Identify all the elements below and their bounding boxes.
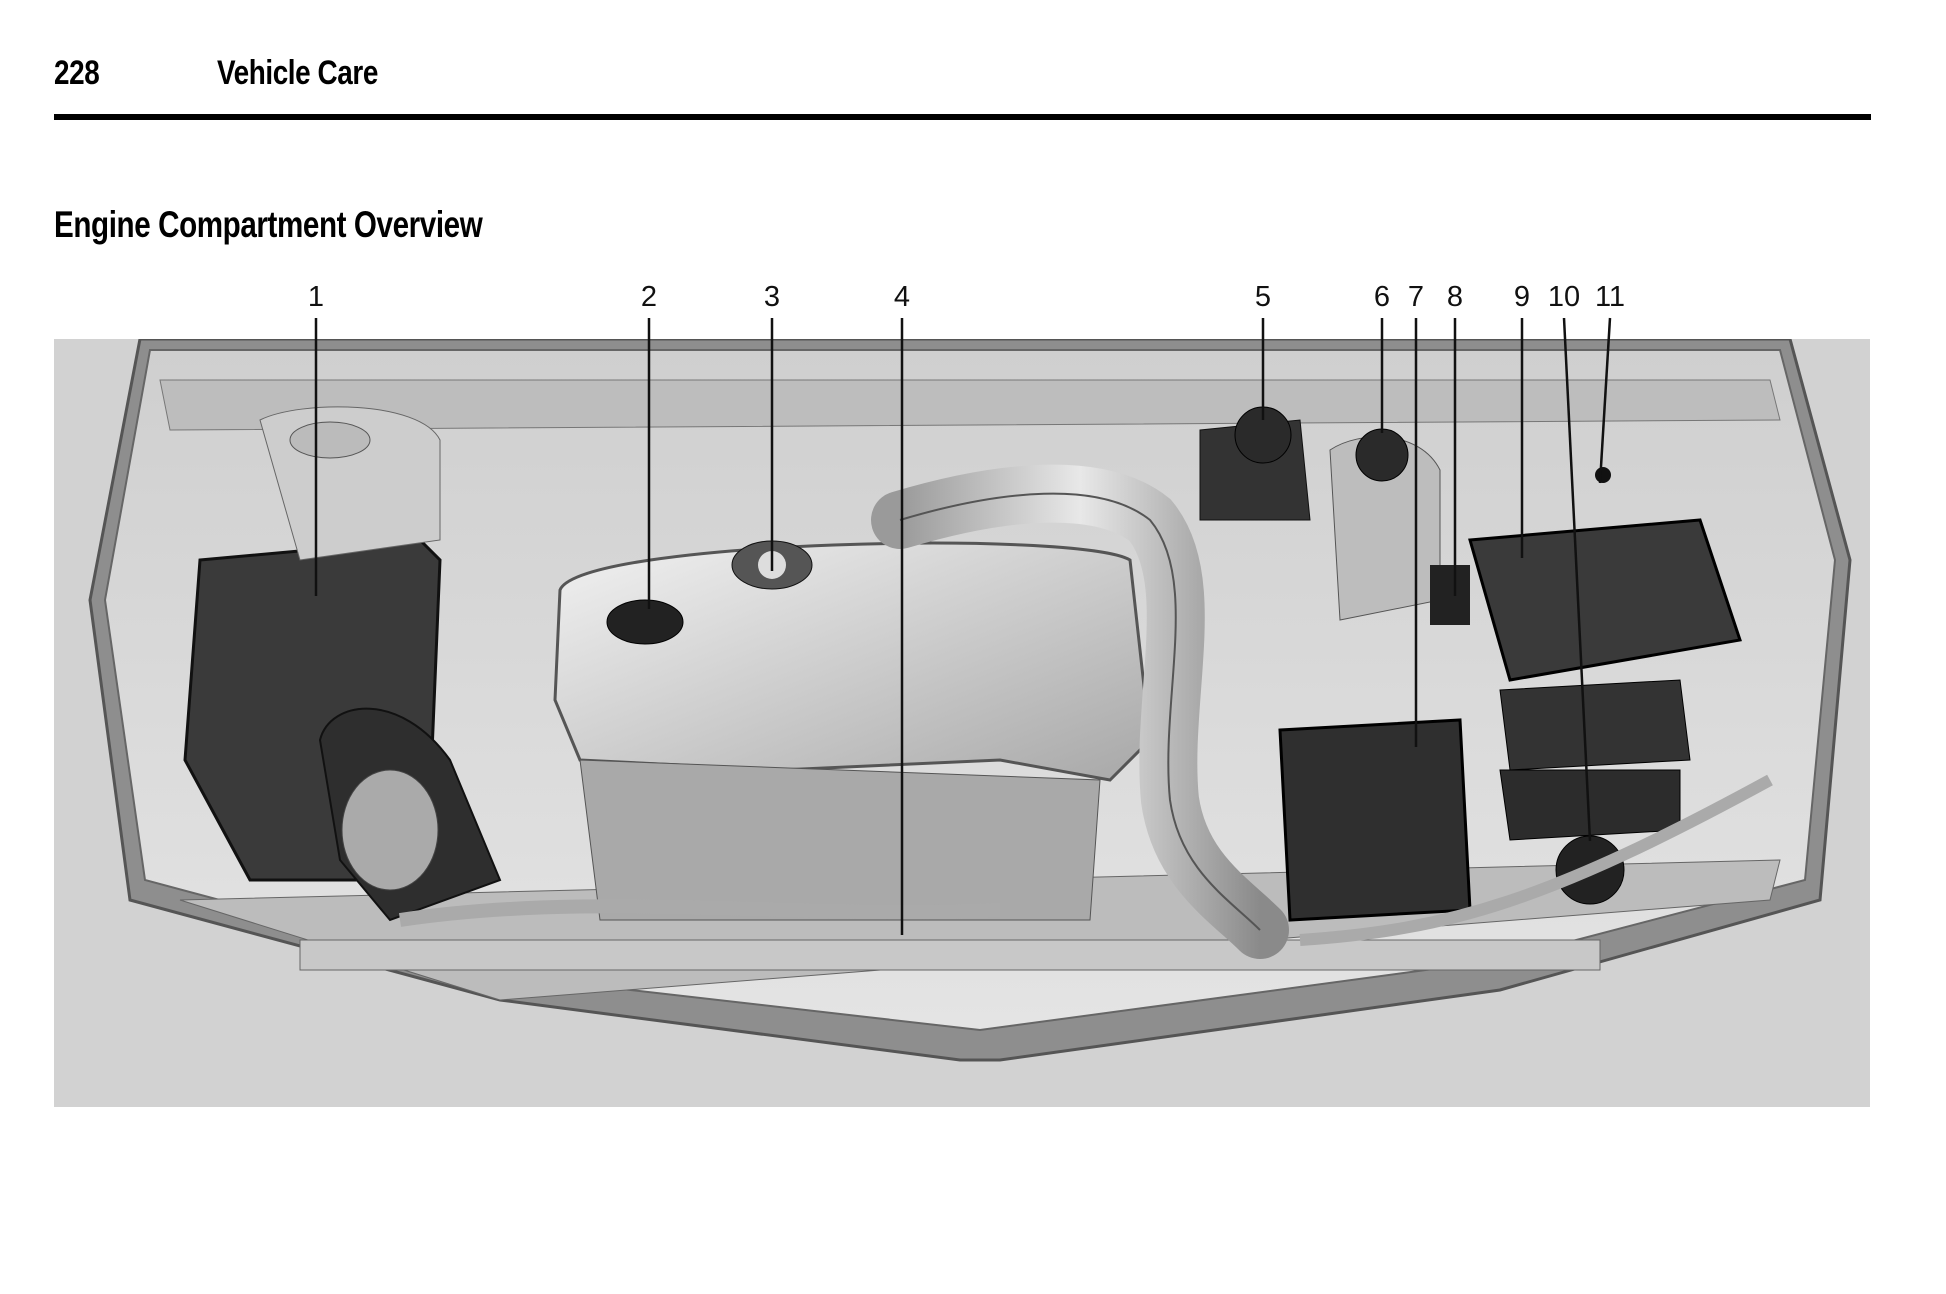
callout-1: 1 bbox=[308, 281, 324, 313]
callout-5: 5 bbox=[1255, 281, 1271, 313]
callout-7: 7 bbox=[1408, 281, 1424, 313]
callout-3: 3 bbox=[764, 281, 780, 313]
callout-4: 4 bbox=[894, 281, 910, 313]
callout-8: 8 bbox=[1447, 281, 1463, 313]
page-title: Engine Compartment Overview bbox=[54, 204, 483, 245]
illustration-body bbox=[54, 339, 1870, 1107]
leader-11 bbox=[1598, 317, 1612, 484]
callout-11: 11 bbox=[1595, 281, 1625, 313]
callout-2: 2 bbox=[641, 281, 657, 313]
section-title: Vehicle Care bbox=[217, 54, 378, 92]
callout-leaders bbox=[314, 317, 1612, 935]
callout-labels: 1 2 3 4 5 6 7 8 9 10 11 bbox=[308, 281, 1625, 313]
header-rule bbox=[54, 114, 1871, 120]
page-number: 228 bbox=[54, 54, 100, 92]
callout-10: 10 bbox=[1548, 281, 1580, 313]
callout-9: 9 bbox=[1514, 281, 1530, 313]
leader-10 bbox=[1562, 317, 1592, 842]
callout-6: 6 bbox=[1374, 281, 1390, 313]
